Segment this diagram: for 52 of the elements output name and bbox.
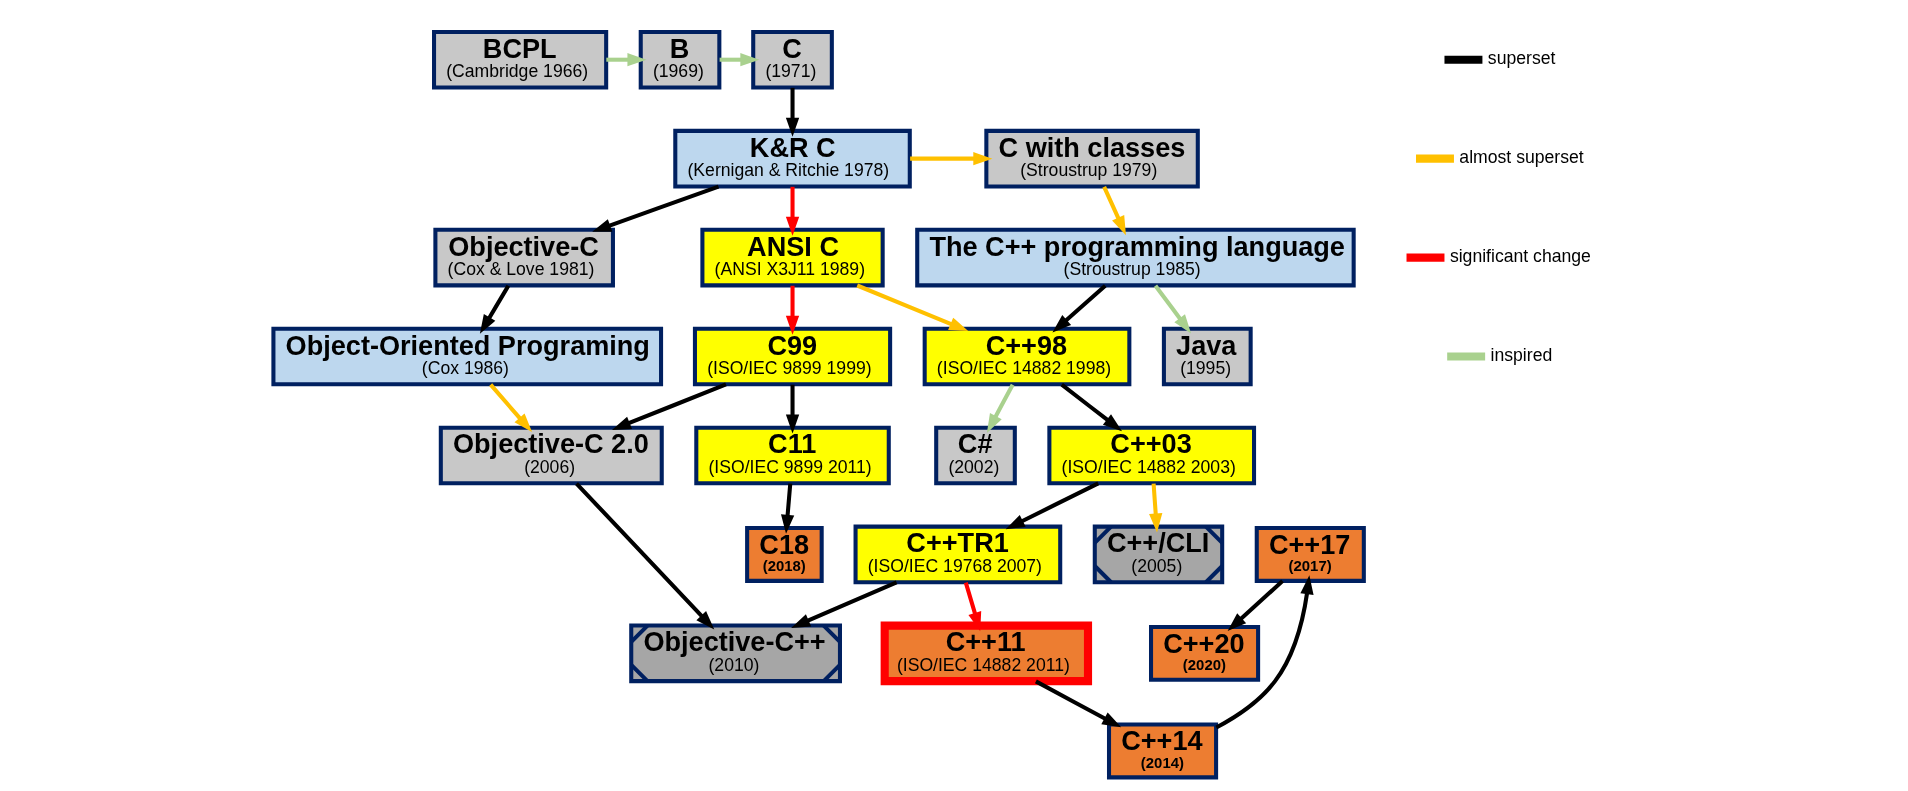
node-box: C with classes (Stroustrup 1979): [983, 128, 1200, 189]
legend-label: almost superset: [1458, 147, 1584, 168]
arrow: [1051, 284, 1107, 333]
arrow: [855, 283, 968, 332]
node-box: ANSI C (ANSI X3J11 1989): [699, 227, 885, 288]
arrow: [785, 87, 799, 137]
node-box: C++TR1 (ISO/IEC 19768 2007): [853, 524, 1062, 585]
arrow: [574, 482, 714, 630]
node-box: C++20 (2020): [1148, 624, 1260, 682]
arrow: [1153, 284, 1191, 334]
node-box: Java (1995): [1161, 326, 1253, 387]
arrow: [785, 285, 799, 335]
node-box: Objective-C (Cox & Love 1981): [432, 227, 615, 288]
node-box: K&R C (Kernigan & Ritchie 1978): [672, 128, 912, 189]
arrow: [1060, 383, 1122, 432]
arrow: [909, 152, 992, 166]
arrow: [790, 580, 897, 628]
arrow: [479, 284, 510, 334]
arrow: [963, 582, 981, 632]
node-box: C18 (2018): [744, 525, 824, 583]
node-box: C# (2002): [933, 425, 1017, 486]
arrow: [1148, 483, 1162, 533]
legend-label: significant change: [1449, 246, 1591, 267]
node-box: C++03 (ISO/IEC 14882 2003): [1046, 425, 1256, 486]
node-box: C++11 (ISO/IEC 14882 2011): [880, 621, 1092, 686]
arrow: [1227, 579, 1284, 632]
arrow: [605, 53, 646, 67]
node-box: BCPL (Cambridge 1966): [431, 29, 608, 90]
node-box: Object-Oriented Programing (Cox 1986): [270, 326, 663, 387]
node-box: C++14 (2014): [1106, 722, 1218, 780]
node-box: The C++ programming language (Stroustrup 1985): [914, 227, 1356, 288]
arrow: [1034, 679, 1121, 728]
arrow: [611, 382, 727, 430]
arrow: [1101, 185, 1126, 236]
node-box: C99 (ISO/IEC 9899 1999): [692, 326, 892, 387]
node-box: Objective-C 2.0 (2006): [438, 425, 664, 486]
arrow: [1005, 481, 1099, 530]
arrow: [488, 383, 532, 433]
arrow: [785, 384, 799, 434]
node-box: B (1969): [638, 29, 721, 90]
arrow: [785, 186, 799, 236]
node-box: C++17 (2017): [1254, 525, 1366, 583]
node-box: C11 (ISO/IEC 9899 2011): [693, 425, 891, 486]
legend-label: superset: [1487, 48, 1555, 69]
legend-label: inspired: [1490, 345, 1552, 366]
node-box: C++98 (ISO/IEC 14882 1998): [922, 326, 1131, 387]
arrow: [986, 383, 1014, 433]
node-box: C (1971): [750, 29, 834, 90]
arrow: [1214, 575, 1314, 730]
arrow: [719, 53, 759, 67]
arrow: [591, 184, 719, 232]
arrow: [780, 483, 794, 534]
